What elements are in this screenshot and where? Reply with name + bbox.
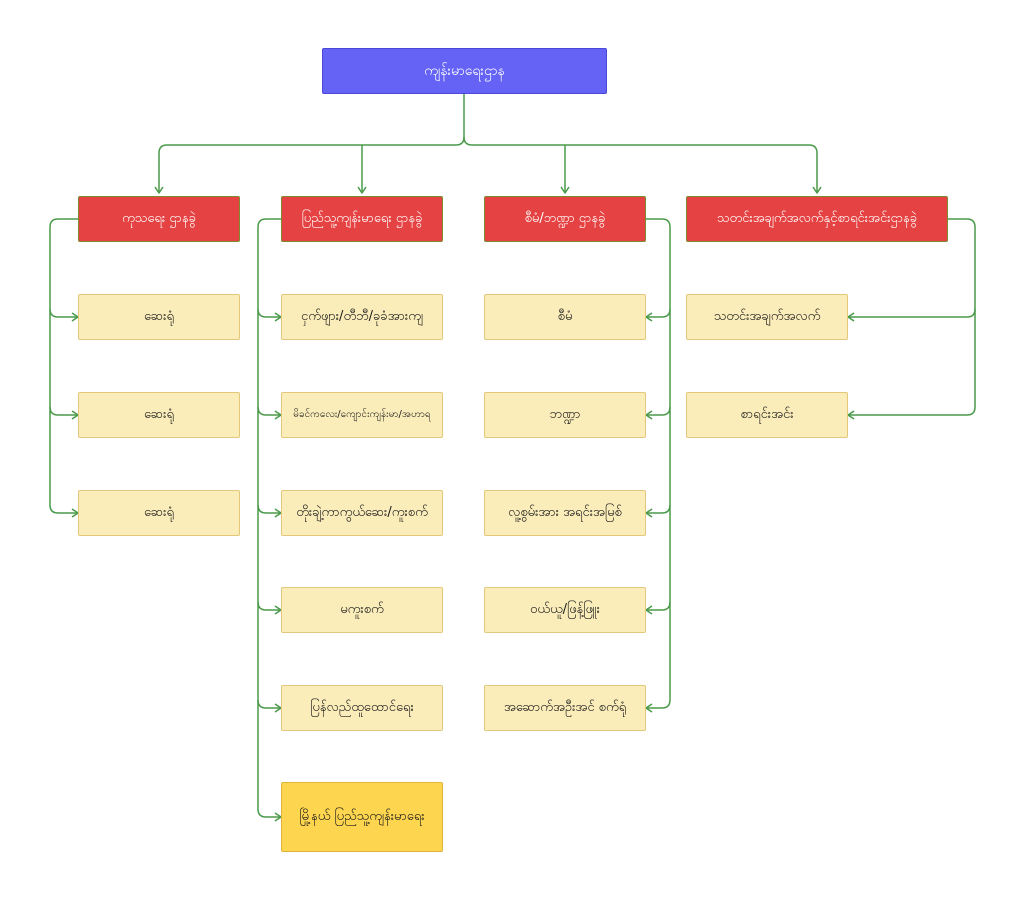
connector-root-dept bbox=[463, 136, 818, 193]
connector-branch bbox=[257, 699, 281, 709]
leaf-node: လူ့စွမ်းအား အရင်းအမြစ် bbox=[484, 490, 646, 536]
arrow-head bbox=[645, 605, 653, 615]
connector-trunk bbox=[49, 218, 78, 514]
connector-branch bbox=[49, 406, 78, 416]
connector-branch bbox=[257, 504, 281, 514]
connector-trunk bbox=[646, 218, 671, 709]
leaf-node: မိခင်ကလေး/ကျောင်းကျန်းမာ/အဟာရ bbox=[281, 392, 443, 438]
arrow-head bbox=[560, 186, 570, 194]
dept-node-public-health: ပြည်သူ့ကျန်းမာရေး ဌာနခွဲ bbox=[281, 196, 443, 242]
arrow-head bbox=[645, 508, 653, 518]
arrow-head bbox=[154, 186, 164, 194]
root-node: ကျန်းမာရေးဌာန bbox=[322, 48, 607, 94]
dept-node-treatment: ကုသရေး ဌာနခွဲ bbox=[78, 196, 240, 242]
connector-branch bbox=[848, 308, 976, 318]
leaf-node: တိုးချဲ့ကာကွယ်ဆေး/ကူးစက် bbox=[281, 490, 443, 536]
leaf-node: ဘဏ္ဍာ bbox=[484, 392, 646, 438]
connector-branch bbox=[257, 406, 281, 416]
connector-branch bbox=[646, 601, 671, 611]
arrow-head bbox=[847, 410, 855, 420]
leaf-node: စာရင်းအင်း bbox=[686, 392, 848, 438]
dept-node-information-statistics: သတင်းအချက်အလက်နှင့်စာရင်းအင်းဌာနခွဲ bbox=[686, 196, 948, 242]
connector-branch bbox=[646, 308, 671, 318]
leaf-node: သတင်းအချက်အလက် bbox=[686, 294, 848, 340]
leaf-node: ဆေးရုံ bbox=[78, 490, 240, 536]
connector-branch bbox=[49, 308, 78, 318]
connector-trunk bbox=[848, 218, 976, 416]
arrow-head bbox=[645, 410, 653, 420]
arrow-head bbox=[645, 312, 653, 322]
arrow-head bbox=[645, 703, 653, 713]
leaf-node: အဆောက်အဦးအင် စက်ရုံ bbox=[484, 685, 646, 731]
leaf-node-highlighted: မြို့နယ် ပြည်သူ့ကျန်းမာရေး bbox=[281, 782, 443, 852]
connector-branch bbox=[257, 308, 281, 318]
leaf-node: ဆေးရုံ bbox=[78, 392, 240, 438]
leaf-node: မကူးစက် bbox=[281, 587, 443, 633]
connector-branch bbox=[646, 504, 671, 514]
connector-branch bbox=[257, 601, 281, 611]
connector-trunk bbox=[257, 218, 281, 818]
leaf-node: ငှက်ဖျား/တီဘီ/ခုခံအားကျ bbox=[281, 294, 443, 340]
connector-branch bbox=[646, 406, 671, 416]
arrow-head bbox=[847, 312, 855, 322]
arrow-head bbox=[357, 186, 367, 194]
leaf-node: ပြန်လည်ထူထောင်ရေး bbox=[281, 685, 443, 731]
leaf-node: ဝယ်ယူ/ဖြန့်ဖြူး bbox=[484, 587, 646, 633]
leaf-node: စီမံ bbox=[484, 294, 646, 340]
leaf-node: ဆေးရုံ bbox=[78, 294, 240, 340]
arrow-head bbox=[812, 186, 822, 194]
dept-node-admin-finance: စီမံ/ဘဏ္ဍာ ဌာနခွဲ bbox=[484, 196, 646, 242]
connector-root-dept bbox=[158, 94, 465, 193]
